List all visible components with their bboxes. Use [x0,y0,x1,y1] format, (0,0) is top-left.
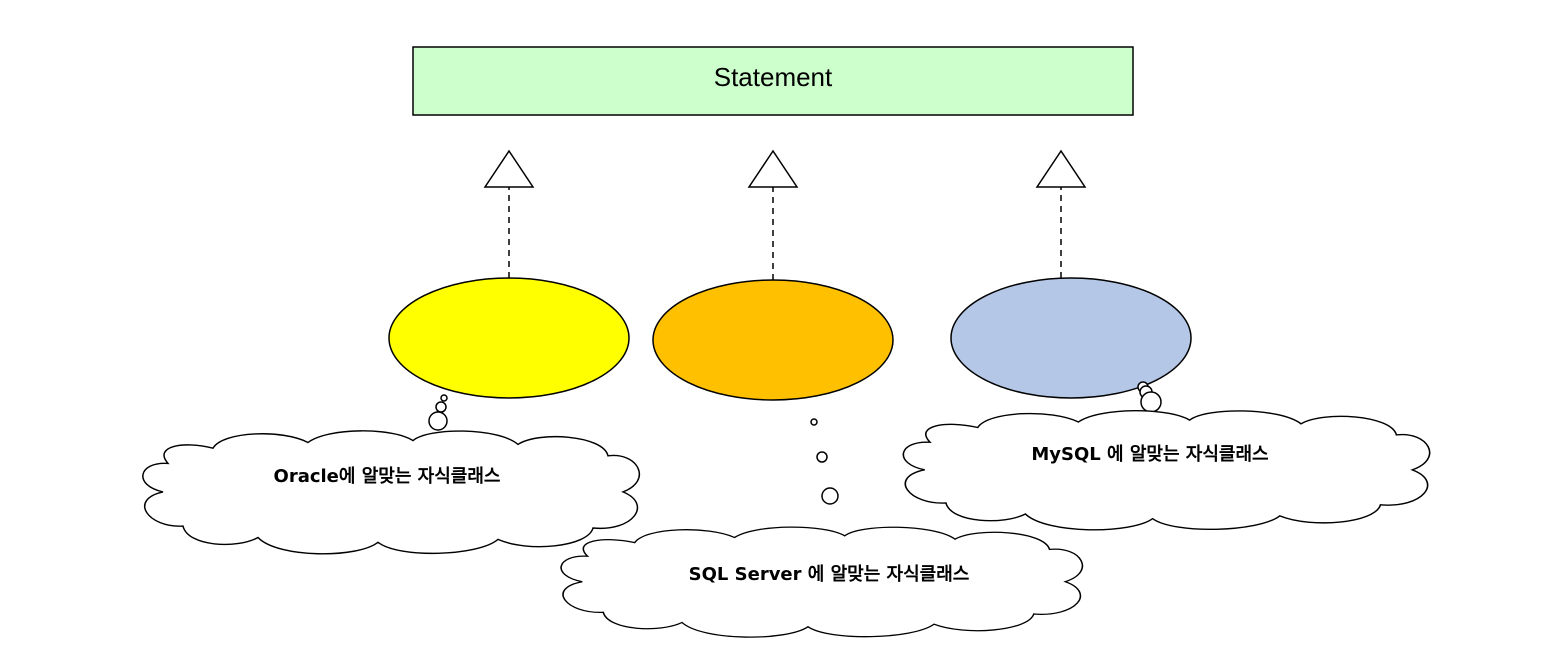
oracle-note-text: Oracle에 알맞는 자식클래스 [274,466,501,487]
oracle-subclass-ellipse [388,277,630,399]
realization-arrow-oracle [483,149,535,278]
mysql-note-cloud [902,409,1431,531]
statement-box [412,46,1134,116]
realization-arrow-sqlserver [747,149,799,280]
realization-arrow-mysql [1035,149,1087,278]
oracle-note-cloud [142,430,641,555]
thought-bubbles-sqlserver [810,418,839,505]
mysql-subclass-ellipse [950,277,1192,399]
statement-label: Statement [714,62,833,92]
hollow-triangle-icon [1035,149,1087,188]
sqlserver-note-text: SQL Server 에 알맞는 자식클래스 [689,564,970,585]
hollow-triangle-icon [747,149,799,188]
thought-bubbles-mysql [1137,381,1162,413]
hollow-triangle-icon [483,149,535,188]
mysql-note-text: MySQL 에 알맞는 자식클래스 [1031,444,1268,465]
sqlserver-subclass-ellipse [652,279,894,401]
thought-bubbles-oracle [428,394,448,431]
